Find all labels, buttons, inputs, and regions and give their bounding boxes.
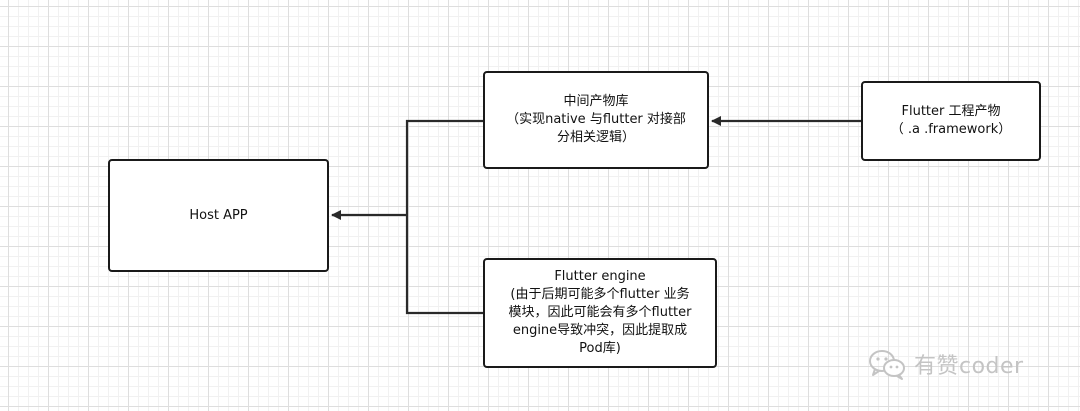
flutter-product-node: Flutter 工程产物 （ .a .framework） — [861, 81, 1041, 161]
engine-line-5: Pod库) — [579, 341, 621, 356]
flutter-product-label: Flutter 工程产物 （ .a .framework） — [891, 103, 1012, 139]
edge-engine-to-bus — [405, 215, 483, 315]
flutter-engine-node: Flutter engine (由于后期可能多个flutter 业务 模块，因此… — [483, 258, 717, 368]
middle-artifact-library-node: 中间产物库 （实现native 与flutter 对接部 分相关逻辑） — [483, 71, 709, 169]
product-line-2: （ .a .framework） — [890, 122, 1012, 137]
host-app-label: Host APP — [189, 207, 248, 223]
host-app-node: Host APP — [108, 159, 329, 272]
engine-line-3: 模块，因此可能会有多个flutter — [508, 305, 692, 320]
wechat-icon — [869, 350, 905, 380]
engine-line-2: (由于后期可能多个flutter 业务 — [510, 287, 690, 302]
engine-line-1: Flutter engine — [554, 269, 646, 284]
middle-line-1: 中间产物库 — [563, 94, 629, 109]
flutter-engine-label: Flutter engine (由于后期可能多个flutter 业务 模块，因此… — [503, 268, 698, 358]
engine-line-4: engine导致冲突，因此提取成 — [512, 323, 688, 338]
middle-line-2: （实现native 与flutter 对接部 — [506, 112, 686, 127]
watermark-text: 有赞coder — [914, 354, 1024, 379]
watermark: 有赞coder — [868, 344, 1024, 384]
middle-line-3: 分相关逻辑） — [556, 130, 635, 145]
product-line-1: Flutter 工程产物 — [901, 104, 1001, 119]
edge-middle-to-bus — [405, 119, 483, 215]
middle-artifact-library-label: 中间产物库 （实现native 与flutter 对接部 分相关逻辑） — [498, 93, 694, 147]
